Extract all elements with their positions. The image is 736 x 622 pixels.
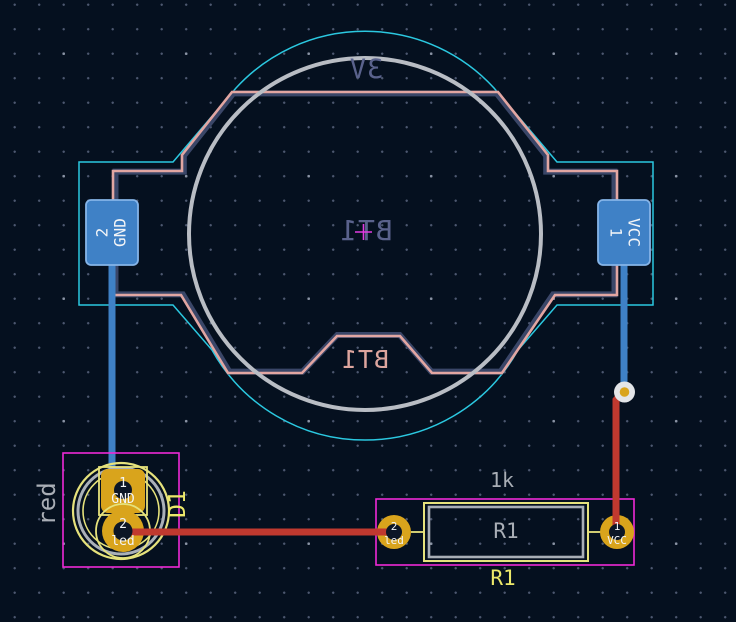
trace-vcc-front[interactable]	[612, 388, 627, 536]
resistor-pad2-net: led	[384, 534, 404, 547]
battery-value-text[interactable]: 3V	[349, 54, 384, 85]
led-pad1-labels: 1 GND	[111, 476, 135, 507]
resistor-reference-fab-label[interactable]: R1	[493, 519, 518, 543]
led-footprint[interactable]	[62, 452, 180, 568]
resistor-fab-body	[427, 505, 585, 559]
resistor-pad1-net: VCC	[607, 534, 627, 547]
led-value-label: red	[33, 482, 61, 525]
led-pad1-net: GND	[111, 492, 135, 507]
battery-pad-gnd-number: 2	[93, 228, 112, 238]
led-pad2-hole	[113, 521, 133, 541]
battery-footprint[interactable]: 3V BT1 BT1	[78, 30, 654, 441]
battery-pad-gnd-net: GND	[111, 218, 130, 247]
battery-reference-silk-text[interactable]: BT1	[341, 345, 389, 374]
led-value-text[interactable]: red	[33, 482, 61, 525]
resistor-pad1-number: 1	[614, 520, 621, 533]
battery-fab-circle	[187, 56, 543, 412]
via[interactable]	[614, 381, 635, 403]
led-pad2-net: led	[111, 534, 134, 549]
resistor-pad2-hole	[386, 524, 402, 540]
battery-reference-fab-label: BT1	[339, 214, 393, 247]
battery-silk-outline	[111, 90, 619, 375]
led-reference-label: D1	[165, 490, 191, 518]
resistor-pad1-labels: 1 VCC	[607, 520, 627, 547]
battery-value-label: 3V	[349, 54, 384, 85]
resistor-value-label[interactable]: 1k	[490, 468, 514, 492]
battery-reference-fab-text[interactable]: BT1	[339, 214, 393, 247]
resistor-reference-silk-label[interactable]: R1	[490, 566, 515, 590]
led-fab-circle	[76, 466, 166, 556]
resistor-pad2-number: 2	[391, 520, 398, 533]
battery-pad-gnd[interactable]: 2 GND	[85, 199, 139, 266]
battery-pad-vcc-net: VCC	[625, 218, 644, 247]
led-pad2-labels: 2 led	[111, 517, 134, 549]
resistor-pad1-hole	[609, 524, 625, 540]
resistor-footprint[interactable]: 1k R1 R1	[375, 468, 635, 590]
resistor-pad2-labels: 2 led	[384, 520, 404, 547]
led-pad1-hole	[114, 481, 132, 499]
led-courtyard-outline	[62, 452, 180, 568]
led-pad2-number: 2	[119, 517, 127, 532]
via-hole	[619, 387, 630, 397]
battery-pad-vcc[interactable]: VCC 1	[597, 199, 651, 266]
battery-reference-silk-label: BT1	[341, 345, 389, 374]
led-reference-text[interactable]: D1	[165, 490, 191, 518]
battery-pad-vcc-number: 1	[607, 228, 626, 238]
led-pad1-number: 1	[119, 476, 127, 491]
text-anchor-cross	[355, 224, 372, 240]
led-silk-circle-outer	[71, 461, 171, 561]
